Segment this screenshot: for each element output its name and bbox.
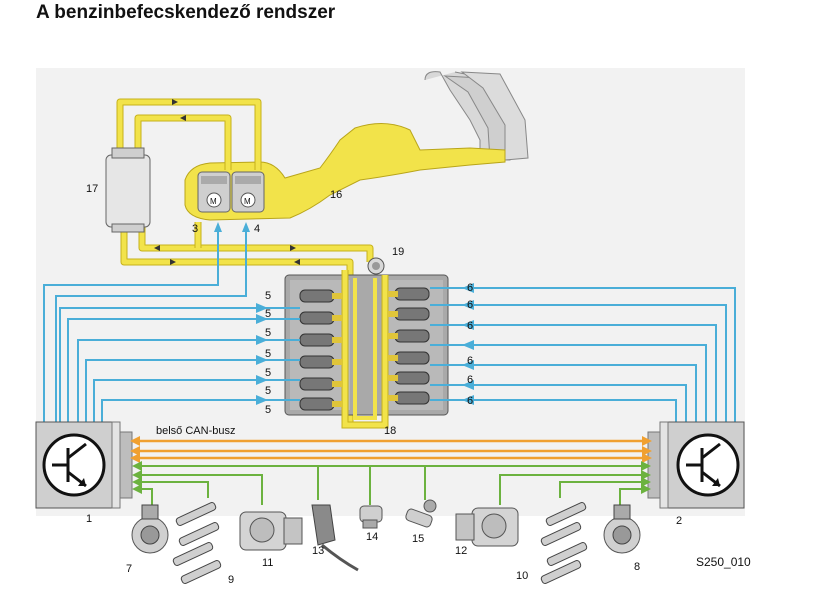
injector-icon [388, 371, 430, 385]
accelerator-pedal-13 [311, 504, 359, 572]
injector-icon [388, 329, 430, 343]
ecu-1 [35, 421, 133, 509]
sensor-8 [603, 504, 641, 554]
injector-icon [299, 397, 342, 411]
label-9: 9 [228, 574, 234, 586]
label-2: 2 [676, 515, 682, 527]
ignition-coil-icon [175, 501, 217, 527]
sensor-14 [359, 505, 383, 529]
label-8: 8 [634, 561, 640, 573]
ignition-coils-10 [540, 501, 588, 585]
svg-text:M: M [244, 197, 251, 206]
label-5-d: 5 [265, 348, 271, 360]
injector-icon [388, 287, 430, 301]
injectors-right [388, 287, 430, 405]
can-bus [140, 439, 642, 460]
label-5-a: 5 [265, 290, 271, 302]
sensor-7 [131, 504, 169, 554]
transistor-symbol-icon [676, 433, 740, 497]
injector-icon [388, 307, 430, 321]
label-19: 19 [392, 246, 404, 258]
can-arrows [130, 436, 652, 463]
label-5-f: 5 [265, 385, 271, 397]
ignition-coil-icon [540, 559, 582, 585]
label-6-f: 6 [467, 395, 473, 407]
signal-wires-blue [43, 228, 736, 425]
injector-icon [299, 289, 342, 303]
label-14: 14 [366, 531, 378, 543]
label-6-c: 6 [467, 320, 473, 332]
ignition-coil-icon [546, 541, 588, 567]
label-1: 1 [86, 513, 92, 525]
transistor-symbol-icon [42, 433, 106, 497]
label-5-b: 5 [265, 308, 271, 320]
label-10: 10 [516, 570, 528, 582]
fuel-filter [105, 147, 151, 233]
label-18: 18 [384, 425, 396, 437]
flow-arrows [154, 99, 300, 265]
injector-icon [299, 377, 342, 391]
can-bus-label: belső CAN-busz [156, 425, 235, 437]
label-6-a: 6 [467, 282, 473, 294]
label-6-e: 6 [467, 374, 473, 386]
injector-icon [388, 351, 430, 365]
label-6-d: 6 [467, 355, 473, 367]
injector-icon [299, 355, 342, 369]
label-6-b: 6 [467, 299, 473, 311]
ignition-coil-icon [180, 559, 222, 585]
label-13: 13 [312, 545, 324, 557]
fuel-pump-3: M [197, 171, 231, 213]
ignition-coil-icon [172, 541, 214, 567]
fuel-pump-4: M [231, 171, 265, 213]
throttle-body-12 [455, 507, 519, 547]
injector-icon [299, 311, 342, 325]
label-5-g: 5 [265, 404, 271, 416]
label-15: 15 [412, 533, 424, 545]
label-7: 7 [126, 563, 132, 575]
signal-wires-green [135, 465, 648, 505]
ecu-2 [647, 421, 745, 509]
injector-icon [388, 391, 430, 405]
label-11: 11 [262, 557, 273, 569]
ignition-coil-icon [545, 501, 587, 527]
pressure-regulator [367, 257, 385, 275]
label-5-c: 5 [265, 327, 271, 339]
label-4: 4 [254, 223, 260, 235]
injectors-left [299, 289, 342, 411]
ignition-coil-icon [178, 521, 220, 547]
label-16: 16 [330, 189, 342, 201]
figure-reference: S250_010 [696, 555, 751, 569]
label-12: 12 [455, 545, 467, 557]
ignition-coils-9 [172, 501, 222, 585]
label-17: 17 [86, 183, 98, 195]
label-3: 3 [192, 223, 198, 235]
signal-arrows-green [132, 461, 651, 494]
ignition-coil-icon [540, 521, 582, 547]
svg-text:M: M [210, 197, 217, 206]
page-title: A benzinbefecskendező rendszer [36, 2, 336, 23]
label-5-e: 5 [265, 367, 271, 379]
throttle-body-11 [239, 511, 303, 551]
sensor-15 [405, 499, 437, 528]
fuel-tank [184, 71, 529, 221]
signal-arrows-blue [214, 222, 474, 405]
